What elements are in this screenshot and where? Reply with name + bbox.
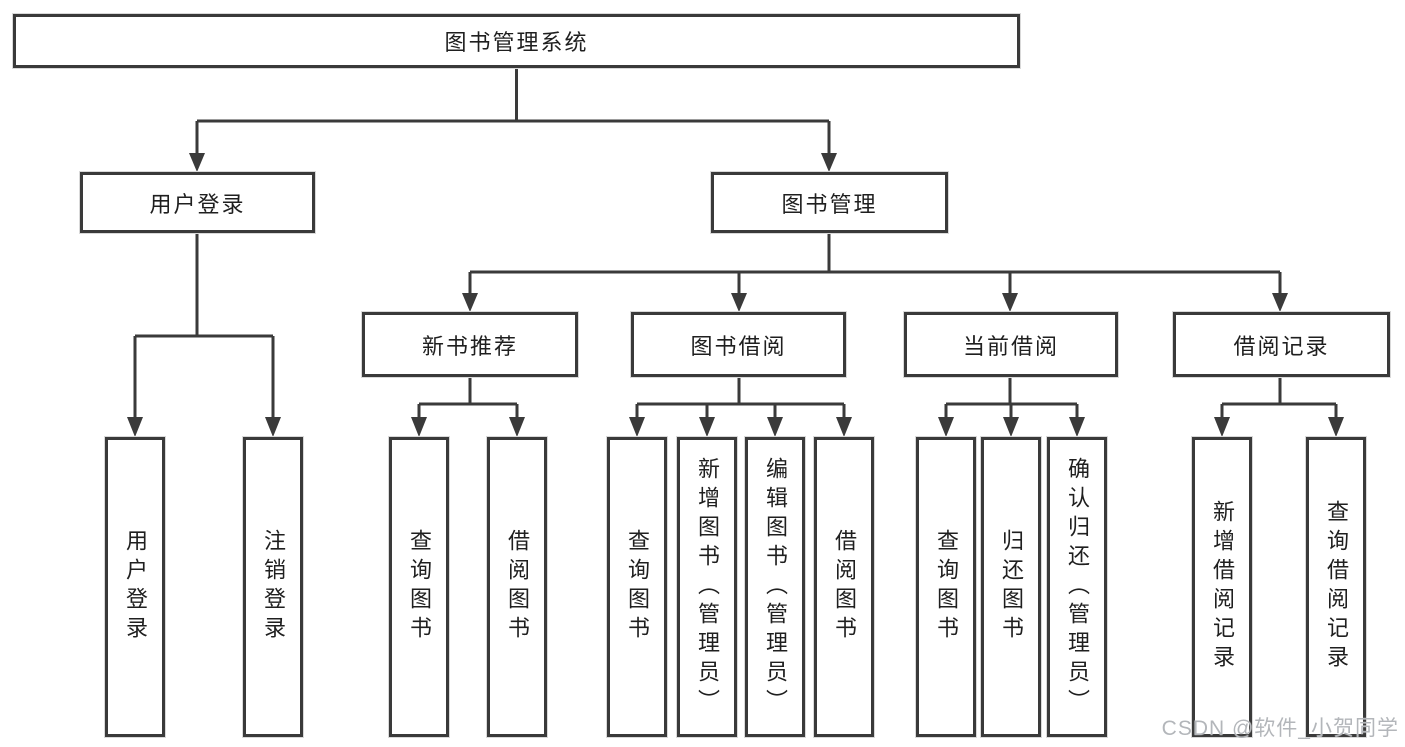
connector-new-book-recommend-to-leaves bbox=[411, 377, 525, 437]
leaf-br-query-record: 查询借阅记录 bbox=[1306, 437, 1366, 737]
leaf-bb-query-books-label: 查询图书 bbox=[625, 529, 650, 645]
leaf-bb-edit-book-admin: 编辑图书（管理员） bbox=[745, 437, 805, 737]
leaf-bb-edit-book-admin-label: 编辑图书（管理员） bbox=[763, 456, 788, 718]
connector-user-login-to-leaves bbox=[127, 233, 281, 437]
connector-book-borrow-to-leaves bbox=[629, 377, 852, 437]
leaf-cb-confirm-return-admin-label: 确认归还（管理员） bbox=[1065, 456, 1090, 718]
leaf-logout: 注销登录 bbox=[243, 437, 303, 737]
leaf-br-query-record-label: 查询借阅记录 bbox=[1324, 500, 1349, 674]
leaf-bb-borrow-books: 借阅图书 bbox=[814, 437, 874, 737]
connector-current-borrow-to-leaves bbox=[938, 377, 1085, 437]
leaf-bb-query-books: 查询图书 bbox=[607, 437, 667, 737]
node-book-management-label: 图书管理 bbox=[781, 191, 878, 217]
leaf-nbr-borrow-books-label: 借阅图书 bbox=[505, 529, 530, 645]
leaf-cb-return-books: 归还图书 bbox=[981, 437, 1041, 737]
leaf-nbr-query-books-label: 查询图书 bbox=[407, 529, 432, 645]
node-book-borrow: 图书借阅 bbox=[631, 312, 846, 377]
leaf-nbr-borrow-books: 借阅图书 bbox=[487, 437, 547, 737]
leaf-br-add-record: 新增借阅记录 bbox=[1192, 437, 1252, 737]
leaf-user-login-label: 用户登录 bbox=[123, 529, 148, 645]
leaf-cb-query-books-label: 查询图书 bbox=[934, 529, 959, 645]
connector-book-management-to-level3 bbox=[462, 233, 1288, 312]
leaf-nbr-query-books: 查询图书 bbox=[389, 437, 449, 737]
node-new-book-recommend-label: 新书推荐 bbox=[421, 333, 518, 359]
node-borrow-records-label: 借阅记录 bbox=[1233, 333, 1330, 359]
node-borrow-records: 借阅记录 bbox=[1173, 312, 1390, 377]
node-root-system-label: 图书管理系统 bbox=[444, 30, 589, 55]
node-current-borrow-label: 当前借阅 bbox=[962, 333, 1059, 359]
watermark: CSDN @软件_小贺同学 bbox=[1161, 717, 1399, 740]
leaf-bb-add-book-admin-label: 新增图书（管理员） bbox=[695, 456, 720, 718]
leaf-bb-add-book-admin: 新增图书（管理员） bbox=[677, 437, 737, 737]
leaf-logout-label: 注销登录 bbox=[261, 529, 286, 645]
leaf-bb-borrow-books-label: 借阅图书 bbox=[832, 529, 857, 645]
node-book-management: 图书管理 bbox=[711, 172, 948, 233]
node-user-login: 用户登录 bbox=[80, 172, 315, 233]
node-user-login-label: 用户登录 bbox=[149, 191, 246, 217]
connector-root-to-level2 bbox=[189, 68, 837, 172]
node-book-borrow-label: 图书借阅 bbox=[690, 333, 787, 359]
connector-borrow-records-to-leaves bbox=[1214, 377, 1344, 437]
leaf-cb-query-books: 查询图书 bbox=[916, 437, 976, 737]
node-root-system: 图书管理系统 bbox=[13, 14, 1020, 68]
leaf-cb-return-books-label: 归还图书 bbox=[999, 529, 1024, 645]
node-new-book-recommend: 新书推荐 bbox=[362, 312, 578, 377]
leaf-cb-confirm-return-admin: 确认归还（管理员） bbox=[1047, 437, 1107, 737]
leaf-br-add-record-label: 新增借阅记录 bbox=[1210, 500, 1235, 674]
node-current-borrow: 当前借阅 bbox=[904, 312, 1118, 377]
leaf-user-login: 用户登录 bbox=[105, 437, 165, 737]
